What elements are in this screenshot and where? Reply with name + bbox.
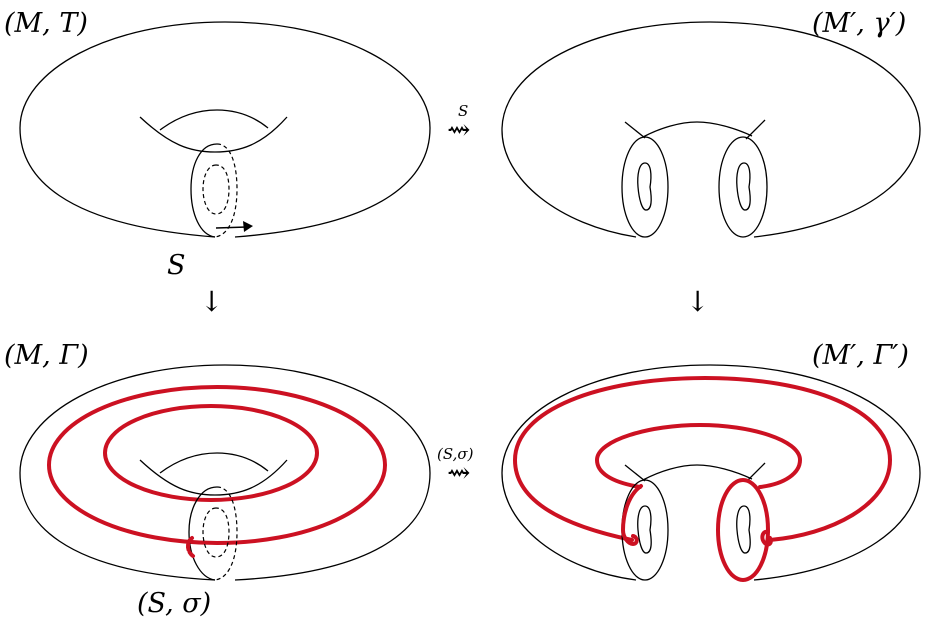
label-top-left: (M, T)	[4, 8, 88, 39]
torus-hole-upper-bottom	[159, 452, 269, 474]
cut-disk-right	[718, 136, 768, 238]
suture-outer	[47, 385, 387, 545]
cut-disk-right-inner-bottom	[736, 505, 751, 554]
torus-top-right	[501, 21, 921, 238]
cut-disk-left	[621, 136, 669, 238]
squiggle-arrow-top: ⇝	[447, 113, 470, 146]
torus-bottom-left: (S, σ)	[19, 364, 431, 619]
down-arrow-right: ↓	[686, 285, 709, 318]
label-bottom-right: (M′, Γ′)	[812, 340, 909, 371]
suture-inner	[103, 404, 319, 502]
suture-left-disk-arc	[620, 484, 643, 547]
meridian-disk-back	[214, 143, 238, 238]
suture-inner-arc	[594, 422, 803, 489]
torus-hole-lower	[139, 116, 288, 153]
suture-outer-arc	[512, 375, 893, 542]
meridian-disk-front	[190, 143, 218, 238]
cut-torus-hole-right-bottom	[745, 462, 766, 483]
label-top-right: (M′, γ′)	[812, 8, 906, 39]
orientation-arrow-line	[215, 226, 248, 229]
cut-torus-hole-right	[745, 119, 766, 140]
label-bottom-left: (M, Γ)	[4, 340, 89, 371]
cut-torus-hole-left-bottom	[624, 464, 646, 482]
torus-outer-outline-bottom	[19, 364, 431, 581]
down-arrow-left: ↓	[200, 285, 223, 318]
cut-torus-outer-bottom	[501, 364, 921, 581]
cut-torus-hole-upper	[642, 121, 753, 138]
cut-torus-outer-left	[501, 21, 921, 238]
cut-disk-right-inner	[736, 162, 751, 211]
squiggle-arrow-bottom-label: (S,σ)	[437, 445, 474, 463]
suture-right-disk-loop	[718, 480, 768, 580]
suture-right-disk-nub	[760, 529, 773, 547]
squiggle-arrow-bottom: ⇝	[447, 456, 470, 489]
meridian-disk-front-bottom	[188, 486, 218, 581]
squiggle-arrow-top-label: S	[458, 102, 468, 120]
cut-disk-left-inner-bottom	[637, 505, 652, 554]
orientation-arrow-head	[243, 221, 253, 232]
surface-label-top: S	[167, 250, 186, 281]
torus-hole-lower-bottom	[139, 459, 288, 496]
cut-torus-hole-upper-bottom	[642, 464, 753, 481]
torus-top-left: S	[19, 21, 431, 281]
torus-bottom-right	[501, 364, 921, 581]
meridian-disk-inner	[202, 164, 230, 215]
torus-hole-upper	[159, 109, 269, 131]
surface-label-bottom: (S, σ)	[137, 588, 211, 619]
cut-disk-left-inner	[637, 162, 652, 211]
torus-outer-outline	[19, 21, 431, 238]
cut-torus-hole-left	[624, 121, 646, 139]
cut-disk-left-bottom	[621, 479, 669, 581]
meridian-disk-inner-bottom	[202, 507, 230, 558]
suture-sigma-arc	[186, 536, 195, 558]
